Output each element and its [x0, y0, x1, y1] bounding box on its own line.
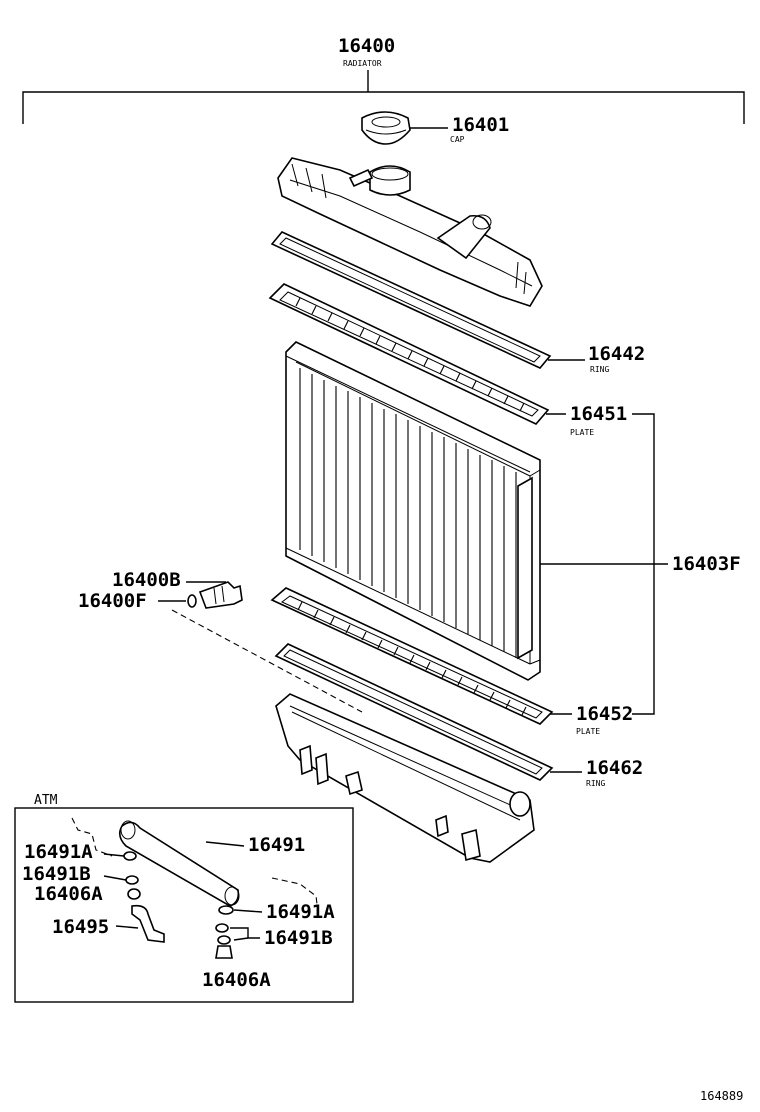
- part-number-16400F[interactable]: 16400F: [78, 590, 147, 612]
- part-name-ring-lower: RING: [586, 779, 605, 788]
- part-number-16491A-left[interactable]: 16491A: [24, 841, 93, 863]
- part-number-16406A-left[interactable]: 16406A: [34, 883, 103, 905]
- leader-16491A-right: [233, 909, 263, 913]
- part-number-16491B-right[interactable]: 16491B: [264, 927, 333, 949]
- leader-16491A-left: [103, 853, 125, 857]
- atm-left-fittings[interactable]: [123, 851, 141, 900]
- part-number-16495[interactable]: 16495: [52, 916, 109, 938]
- part-number-16400B[interactable]: 16400B: [112, 569, 181, 591]
- drain-cock[interactable]: [198, 581, 243, 609]
- atm-hose[interactable]: [131, 904, 165, 943]
- part-number-16401[interactable]: 16401: [452, 114, 509, 136]
- lower-plate[interactable]: [270, 587, 554, 725]
- part-name-cap: CAP: [450, 135, 465, 144]
- part-number-16406A-bottom[interactable]: 16406A: [202, 969, 271, 991]
- diagram-id: 164889: [700, 1089, 743, 1103]
- atm-oil-cooler-tube[interactable]: [118, 820, 240, 907]
- drain-gasket[interactable]: [187, 594, 197, 608]
- core-bracket: [540, 413, 668, 715]
- lower-ring[interactable]: [274, 643, 554, 781]
- upper-plate[interactable]: [268, 283, 550, 425]
- lower-tank[interactable]: [275, 693, 535, 863]
- part-name-radiator: RADIATOR: [343, 59, 382, 68]
- radiator-bracket: [22, 70, 745, 124]
- leader-16491: [205, 841, 245, 847]
- leader-16491B-left: [103, 875, 127, 881]
- part-name-ring-upper: RING: [590, 365, 609, 374]
- part-number-16452[interactable]: 16452: [576, 703, 633, 725]
- atm-title: ATM: [34, 793, 58, 808]
- atm-right-fittings[interactable]: [215, 905, 234, 959]
- radiator-cap[interactable]: [361, 111, 411, 145]
- part-number-16462[interactable]: 16462: [586, 757, 643, 779]
- part-number-16442[interactable]: 16442: [588, 343, 645, 365]
- drain-dashed-line: [171, 609, 363, 713]
- part-number-16491[interactable]: 16491: [248, 834, 305, 856]
- leader-16491B-right: [230, 927, 260, 939]
- part-number-16403F[interactable]: 16403F: [672, 553, 741, 575]
- part-name-plate-lower: PLATE: [576, 727, 600, 736]
- leader-16491B-right-2: [233, 937, 249, 941]
- upper-ring[interactable]: [270, 231, 552, 369]
- part-number-16491B-left[interactable]: 16491B: [22, 863, 91, 885]
- part-number-16451[interactable]: 16451: [570, 403, 627, 425]
- atm-dashed-right: [271, 877, 319, 913]
- part-number-16400[interactable]: 16400: [338, 35, 395, 57]
- upper-tank[interactable]: [277, 157, 543, 307]
- atm-inset-box: [14, 807, 354, 1003]
- part-number-16491A-right[interactable]: 16491A: [266, 901, 335, 923]
- leader-16495: [115, 925, 139, 929]
- atm-dashed-left: [71, 817, 113, 857]
- part-name-plate-upper: PLATE: [570, 428, 594, 437]
- radiator-core[interactable]: [285, 341, 541, 681]
